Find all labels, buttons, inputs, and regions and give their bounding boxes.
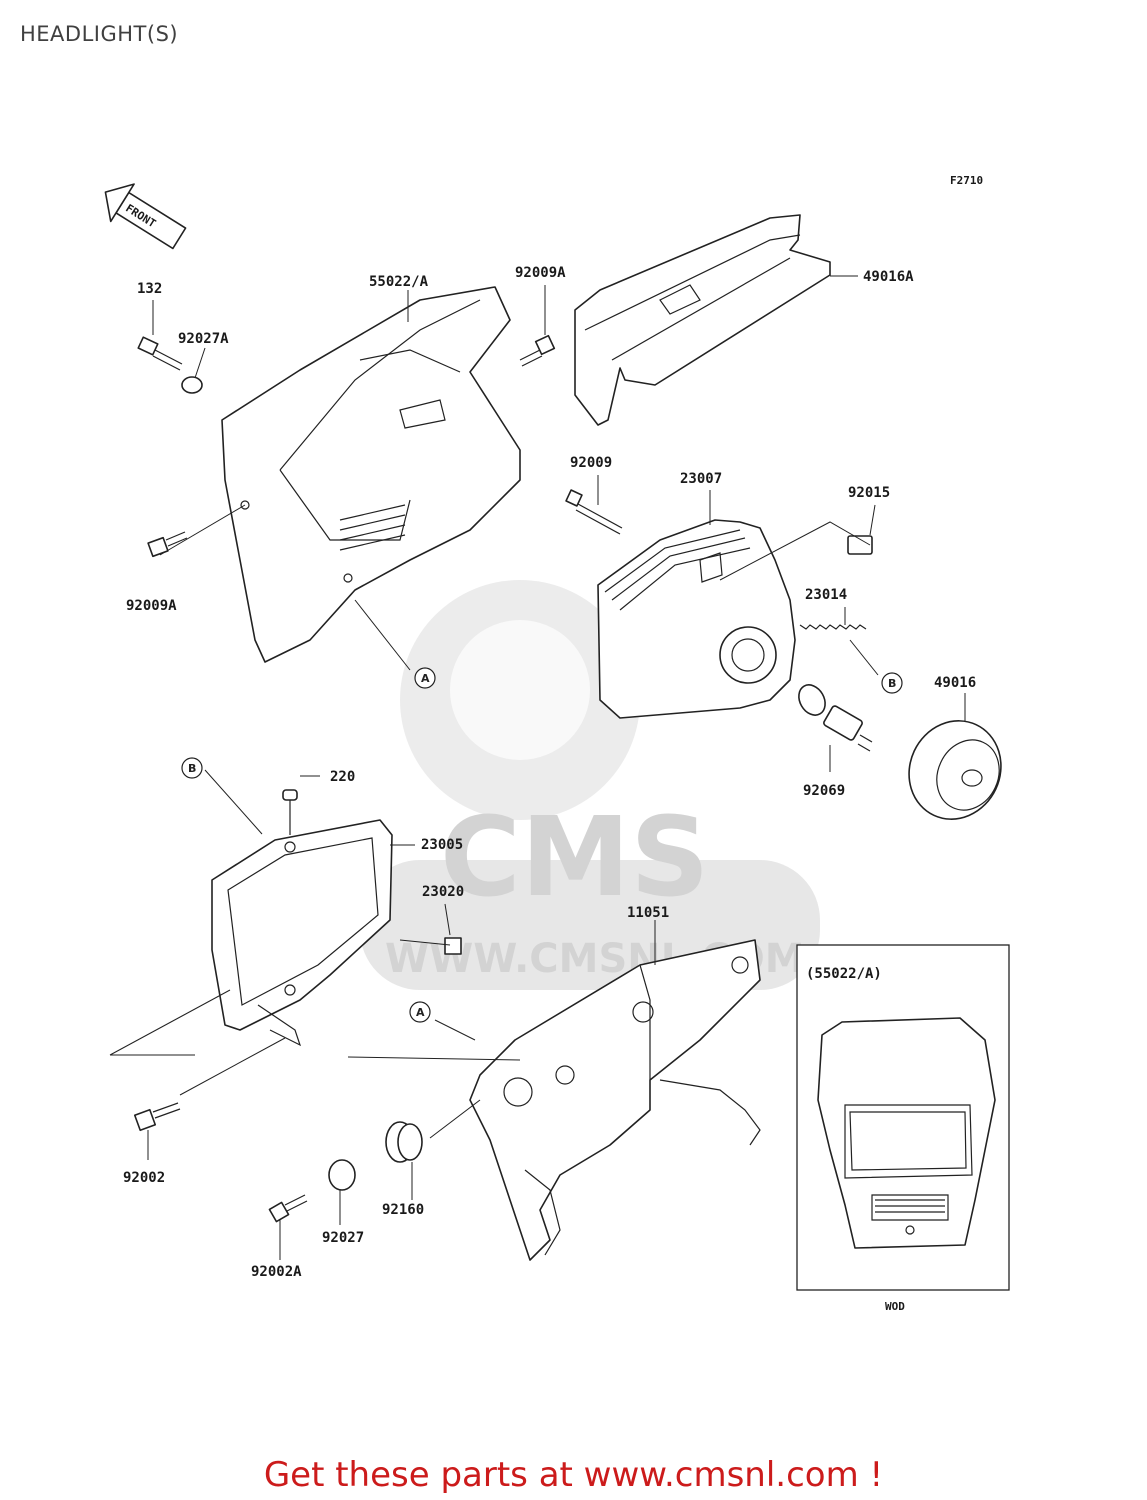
bolt-92009A-left-part [147,531,188,558]
svg-text:B: B [888,677,896,690]
collar-92027-part [328,1159,356,1191]
label-92002: 92002 [123,1170,165,1186]
bolt-132-part [137,336,183,371]
front-arrow-icon: FRONT [104,183,187,250]
bolt-92002A-part [268,1194,308,1223]
bolt-92009A-top-part [519,334,556,367]
label-23007: 23007 [680,471,722,487]
visor-part [574,214,831,426]
label-92009A-top: 92009A [515,265,566,281]
label-132: 132 [137,281,162,297]
headlight-unit-part [597,519,796,719]
ref-marker-b: B [881,672,903,694]
inset-caption: WOD [885,1300,905,1313]
label-92027A: 92027A [178,331,229,347]
main-bracket-part [469,939,761,1261]
headlight-frame-part [211,819,393,1047]
bulb-part [798,684,873,752]
leader-lines [109,275,966,1260]
ref-marker-a: A [409,1001,431,1023]
label-92015: 92015 [848,485,890,501]
svg-text:A: A [421,672,430,685]
ref-marker-a: A [414,667,436,689]
screw-220-part [282,789,298,835]
dust-cover-part [908,720,1002,820]
label-11051: 11051 [627,905,669,921]
spring-part [799,624,867,630]
label-49016A: 49016A [863,269,914,285]
label-92069: 92069 [803,783,845,799]
label-92027: 92027 [322,1230,364,1246]
label-23020: 23020 [422,884,464,900]
inset-title: (55022/A) [806,966,882,982]
svg-text:B: B [188,762,196,775]
figure-code: F2710 [950,174,983,187]
cowl-part [221,286,521,663]
clip-part [847,535,873,555]
watermark-logo: CMS [440,793,709,921]
label-55022A: 55022/A [369,274,429,290]
inset-box: (55022/A) WOD [796,944,1010,1313]
grommet-92160-part [385,1121,423,1163]
collar-92027A-part [181,376,203,394]
label-220: 220 [330,769,355,785]
page-title: HEADLIGHT(S) [20,22,179,46]
label-92009A-left: 92009A [126,598,177,614]
svg-text:A: A [416,1006,425,1019]
label-92160: 92160 [382,1202,424,1218]
nut-23020-part [444,937,462,955]
label-92009: 92009 [570,455,612,471]
bolt-92002-part [133,1102,181,1132]
label-23014: 23014 [805,587,847,603]
label-23005: 23005 [421,837,463,853]
footer-link[interactable]: Get these parts at www.cmsnl.com ! [263,1455,884,1495]
bolt-92009-part [565,489,623,535]
ref-marker-b: B [181,757,203,779]
label-92002A: 92002A [251,1264,302,1280]
label-49016: 49016 [934,675,976,691]
